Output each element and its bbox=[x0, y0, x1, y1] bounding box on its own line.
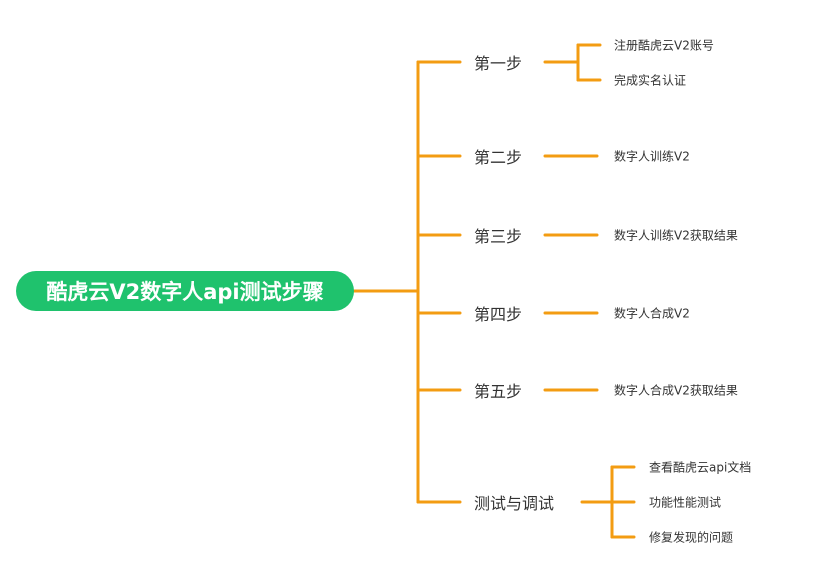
leaf-node-2-1[interactable]: 数字人训练V2 bbox=[614, 149, 690, 164]
step-node-1[interactable]: 第一步 bbox=[474, 54, 523, 73]
step-node-3[interactable]: 第三步 bbox=[474, 227, 523, 246]
step-node-5[interactable]: 第五步 bbox=[474, 382, 523, 401]
leaf-node-5-1[interactable]: 数字人合成V2获取结果 bbox=[614, 383, 738, 398]
step-node-2[interactable]: 第二步 bbox=[474, 148, 523, 167]
root-node[interactable]: 酷虎云V2数字人api测试步骤 bbox=[16, 271, 354, 311]
leaf-node-4-1[interactable]: 数字人合成V2 bbox=[614, 306, 690, 321]
leaf-node-1-1[interactable]: 注册酷虎云V2账号 bbox=[614, 38, 714, 53]
leaf-node-1-2[interactable]: 完成实名认证 bbox=[614, 73, 687, 88]
leaf-node-3-1[interactable]: 数字人训练V2获取结果 bbox=[614, 228, 738, 243]
step-node-4[interactable]: 第四步 bbox=[474, 305, 523, 324]
step-node-6[interactable]: 测试与调试 bbox=[474, 494, 555, 513]
leaf-node-6-2[interactable]: 功能性能测试 bbox=[649, 495, 722, 510]
leaf-node-6-1[interactable]: 查看酷虎云api文档 bbox=[649, 460, 752, 475]
leaf-node-6-3[interactable]: 修复发现的问题 bbox=[649, 530, 734, 545]
